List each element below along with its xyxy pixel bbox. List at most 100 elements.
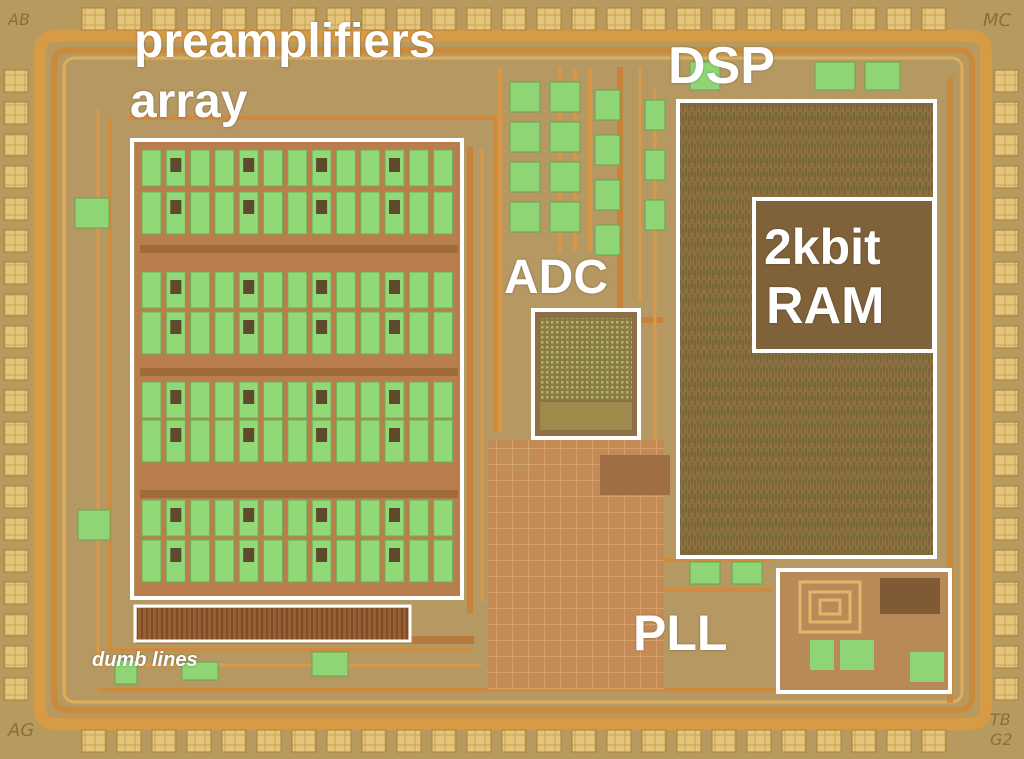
bond-pad <box>256 7 282 31</box>
preamp-cell <box>433 381 454 419</box>
preamp-cell <box>433 499 454 537</box>
preamp-transistor <box>243 320 255 334</box>
bond-pad <box>3 261 29 285</box>
bond-pad <box>466 729 492 753</box>
preamp-cell <box>335 381 356 419</box>
pll-outline <box>776 568 952 694</box>
bond-pad <box>993 165 1019 189</box>
bond-pad <box>3 421 29 445</box>
pll-inductor <box>798 580 862 634</box>
bond-pad <box>993 645 1019 669</box>
preamp-cell <box>360 539 381 583</box>
bond-pad <box>816 729 842 753</box>
preamp-cell <box>263 381 283 419</box>
preamp-transistor <box>243 508 255 522</box>
bond-pad <box>466 7 492 31</box>
preamp-transistor <box>170 158 182 172</box>
bond-pad <box>993 421 1019 445</box>
bond-pad <box>151 7 177 31</box>
preamp-cell <box>287 311 308 355</box>
preamp-transistor <box>316 508 328 522</box>
corner-mark-bottom-left: AG <box>8 720 35 741</box>
bond-pad <box>3 229 29 253</box>
bond-pad <box>536 7 562 31</box>
bond-pad <box>993 261 1019 285</box>
preamp-cell <box>433 149 454 187</box>
preamp-cell <box>408 191 429 235</box>
pll-vco-block <box>880 578 940 614</box>
bond-pad <box>993 453 1019 477</box>
bond-pad <box>571 729 597 753</box>
label-dumb-lines: dumb lines <box>92 649 198 671</box>
preamp-cell <box>360 149 381 187</box>
preamp-transistor <box>316 200 328 214</box>
bond-pad <box>291 7 317 31</box>
bond-pad <box>746 729 772 753</box>
preamp-cell <box>287 381 308 419</box>
label-2kbit: 2kbit <box>764 219 881 275</box>
preamp-transistor <box>243 428 255 442</box>
bond-pad <box>993 325 1019 349</box>
preamp-cell <box>190 419 211 463</box>
preamp-transistor <box>316 390 328 404</box>
bond-pad <box>781 729 807 753</box>
preamp-cell <box>360 499 381 537</box>
preamp-cell <box>214 311 235 355</box>
preamp-cell <box>287 499 308 537</box>
bond-pad <box>3 645 29 669</box>
label-dsp: DSP <box>668 37 775 95</box>
preamp-cell <box>214 381 235 419</box>
preamp-cell <box>335 191 356 235</box>
preamp-transistor <box>389 390 400 404</box>
label-preamplifiers: preamplifiers <box>134 15 436 68</box>
preamp-cell <box>408 499 429 537</box>
preamp-transistor <box>316 428 328 442</box>
preamp-cell <box>141 539 162 583</box>
preamp-transistor <box>170 548 182 562</box>
bond-pad <box>993 357 1019 381</box>
bond-pad <box>116 729 142 753</box>
bond-pad <box>676 7 702 31</box>
bond-pad <box>886 7 912 31</box>
bond-pad <box>993 389 1019 413</box>
preamp-cell <box>190 311 211 355</box>
preamp-cell <box>408 311 429 355</box>
bond-pad <box>186 729 212 753</box>
pll-cap-1 <box>840 640 874 670</box>
preamp-transistor <box>389 428 400 442</box>
preamp-transistor <box>243 280 255 294</box>
preamp-cell <box>214 191 235 235</box>
preamp-transistor <box>170 280 182 294</box>
preamp-transistor <box>170 508 182 522</box>
power-ring-outer <box>34 30 992 730</box>
bond-pad <box>256 729 282 753</box>
preamp-cell <box>141 311 162 355</box>
bond-pad <box>993 485 1019 509</box>
bond-pads <box>3 7 1019 753</box>
bond-pad <box>116 7 142 31</box>
preamp-cell <box>433 419 454 463</box>
bond-pad <box>361 7 387 31</box>
bond-pad <box>501 7 527 31</box>
bond-pad <box>711 7 737 31</box>
bond-pad <box>431 729 457 753</box>
preamp-cell <box>190 539 211 583</box>
corner-mark-top-right: MC <box>983 10 1012 31</box>
pll-cap-2 <box>910 652 944 682</box>
preamp-cell <box>141 381 162 419</box>
bond-pad <box>993 69 1019 93</box>
bond-pad <box>3 165 29 189</box>
label-array: array <box>130 75 248 128</box>
bond-pad <box>3 485 29 509</box>
preamp-cell <box>287 539 308 583</box>
preamp-cell <box>263 149 283 187</box>
preamp-transistor <box>316 158 328 172</box>
preamp-cell <box>360 381 381 419</box>
bond-pad <box>993 101 1019 125</box>
bond-pad <box>711 729 737 753</box>
bond-pad <box>431 7 457 31</box>
preamplifier-array-region <box>135 142 463 597</box>
preamp-cell <box>335 499 356 537</box>
preamp-cell <box>141 499 162 537</box>
bond-pad <box>921 7 947 31</box>
